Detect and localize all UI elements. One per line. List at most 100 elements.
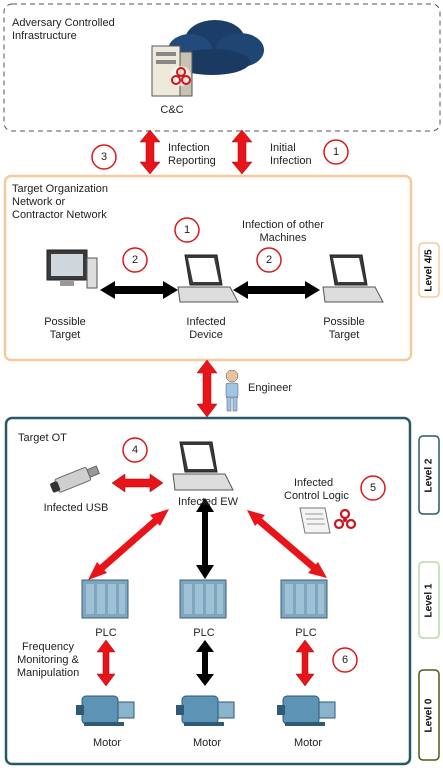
step-2-right-circle — [256, 247, 282, 273]
infected-laptop-icon — [177, 254, 239, 303]
level-1-label: Level 1 — [420, 562, 438, 638]
possible-target-left-line2: Target — [49, 329, 81, 341]
plc-right-icon — [280, 579, 328, 619]
ot-zone — [4, 416, 412, 766]
initial-infection-line1: Initial — [270, 142, 296, 154]
motor-right-label: Motor — [293, 737, 323, 749]
frequency-line1: Frequency — [22, 641, 74, 653]
engineer-label: Engineer — [248, 382, 293, 394]
org-title-line3: Contractor Network — [12, 209, 107, 221]
plc-motor-right-arrow — [295, 639, 315, 687]
ew-plc-right-arrow — [247, 510, 327, 578]
ew-plc-left-arrow — [88, 509, 169, 580]
motor-center-icon — [176, 695, 235, 726]
infected-ew-label: Infected EW — [178, 496, 238, 508]
level-1-text: Level 1 — [423, 583, 435, 617]
engineer-arrow — [196, 359, 218, 418]
possible-target-right-line2: Target — [328, 329, 360, 341]
step-1-org-circle — [174, 217, 200, 243]
motor-left-label: Motor — [92, 737, 122, 749]
org-title-line1: Target Organization — [12, 183, 108, 195]
possible-target-right-label: Possible Target — [314, 316, 374, 342]
level-1-box — [418, 561, 440, 639]
level-45-box — [418, 242, 440, 298]
level-2-box — [418, 435, 440, 515]
plc-center-label: PLC — [193, 627, 215, 639]
org-zone — [3, 174, 413, 362]
step-3-circle — [91, 144, 117, 170]
infection-other-line2: Machines — [259, 232, 307, 244]
infected-device-label: Infected Device — [176, 316, 236, 342]
plc-motor-left-arrow — [96, 639, 116, 687]
control-logic-document-icon — [299, 507, 331, 534]
ew-laptop-icon — [172, 441, 234, 491]
possible-target-left-line1: Possible — [44, 316, 86, 328]
biohazard-icon — [333, 508, 357, 530]
infection-reporting-label: Infection Reporting — [168, 142, 216, 168]
org-title-line2: Network or — [12, 196, 66, 208]
step-4-circle — [122, 437, 148, 463]
level-0-text: Level 0 — [423, 698, 435, 732]
usb-arrow — [111, 473, 164, 493]
motor-center-label: Motor — [192, 737, 222, 749]
plc-left-icon — [81, 579, 129, 619]
infected-device-line1: Infected — [186, 316, 226, 328]
ot-title: Target OT — [18, 432, 67, 444]
motor-left-icon — [76, 695, 135, 726]
level-0-label: Level 0 — [420, 670, 438, 760]
step-2-left-number: 2 — [131, 254, 139, 266]
level-2-text: Level 2 — [423, 458, 435, 492]
infected-control-logic-line2: Control Logic — [284, 490, 349, 502]
adversary-label-line2: Infrastructure — [12, 30, 77, 42]
level-45-text: Level 4/5 — [423, 248, 435, 292]
cloud-icon — [168, 20, 264, 75]
infection-reporting-line1: Infection — [168, 142, 210, 154]
step-5-number: 5 — [369, 482, 377, 494]
spread-right-arrow — [233, 281, 320, 299]
adversary-label: Adversary Controlled Infrastructure — [12, 17, 115, 43]
step-1-top-circle — [323, 139, 349, 165]
infection-reporting-line2: Reporting — [168, 155, 216, 167]
level-45-label: Level 4/5 — [420, 243, 438, 297]
adversary-zone — [3, 3, 441, 132]
step-6-circle — [332, 647, 358, 673]
infected-device-line2: Device — [189, 329, 223, 341]
infection-reporting-arrow — [139, 129, 161, 175]
server-icon — [151, 45, 193, 97]
step-1-top-number: 1 — [332, 146, 340, 158]
level-0-box — [418, 669, 440, 761]
infected-usb-label: Infected USB — [43, 502, 109, 514]
motor-right-icon — [277, 695, 336, 726]
engineer-icon — [225, 369, 239, 412]
initial-infection-label: Initial Infection — [270, 142, 312, 168]
initial-infection-arrow — [231, 129, 253, 175]
step-2-left-circle — [122, 247, 148, 273]
possible-target-left-label: Possible Target — [35, 316, 95, 342]
desktop-pc-icon — [46, 249, 98, 289]
plc-motor-center-arrow — [196, 640, 214, 686]
level-2-label: Level 2 — [420, 436, 438, 514]
step-5-circle — [360, 475, 386, 501]
frequency-line2: Monitoring & — [17, 654, 79, 666]
target-laptop-icon — [322, 254, 384, 303]
plc-right-label: PLC — [295, 627, 317, 639]
step-2-right-number: 2 — [265, 254, 273, 266]
possible-target-right-line1: Possible — [323, 316, 365, 328]
spread-left-arrow — [100, 281, 178, 299]
infection-other-label: Infection of other Machines — [228, 219, 338, 245]
frequency-line3: Manipulation — [16, 667, 80, 679]
cnc-label: C&C — [160, 104, 184, 116]
plc-left-label: PLC — [95, 627, 117, 639]
frequency-label: Frequency Monitoring & Manipulation — [8, 641, 88, 680]
initial-infection-line2: Infection — [270, 155, 312, 167]
infection-other-line1: Infection of other — [242, 219, 324, 231]
infected-control-logic-label: Infected Control Logic — [284, 477, 349, 503]
ew-plc-center-arrow — [196, 498, 214, 579]
plc-center-icon — [179, 579, 227, 619]
step-4-number: 4 — [131, 444, 139, 456]
org-title: Target Organization Network or Contracto… — [12, 183, 108, 222]
step-1-org-number: 1 — [183, 224, 191, 236]
step-6-number: 6 — [341, 654, 349, 666]
infected-control-logic-line1: Infected — [294, 477, 334, 489]
